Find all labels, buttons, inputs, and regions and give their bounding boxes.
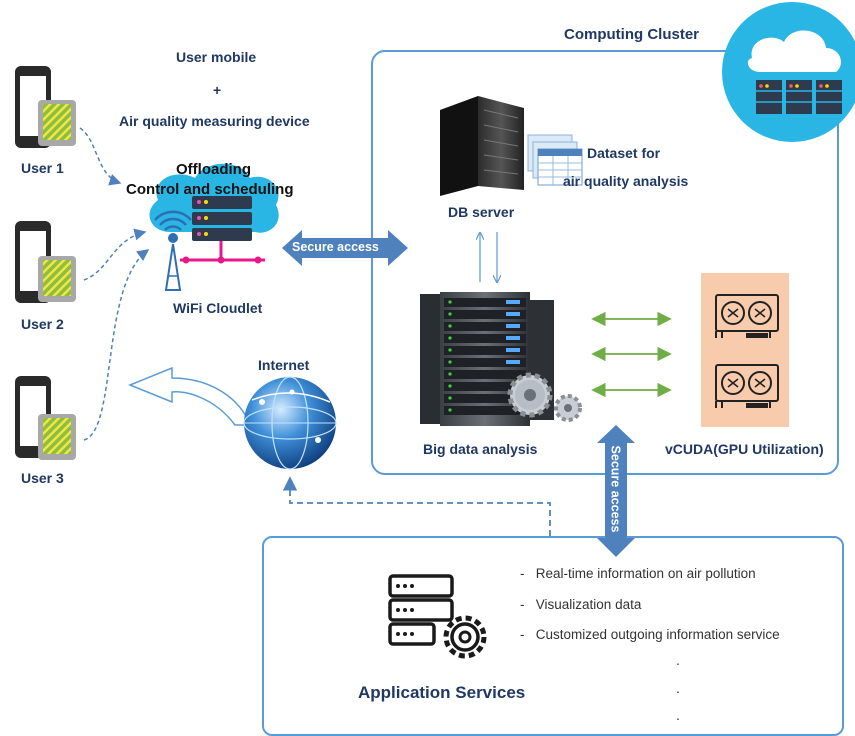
user1-link-arrow [79,127,122,186]
gpu-card-icon-2 [715,364,779,408]
application-services-icon [388,574,487,659]
ellipsis-dot-3: . [676,707,680,723]
phone-icon-user-1 [15,66,76,148]
user-1-label: User 1 [21,160,64,176]
user-2-label: User 2 [21,316,64,332]
internet-label: Internet [258,357,310,373]
service-item-2: - Visualization data [520,597,641,612]
cluster-cloud-icon [722,2,855,142]
gpu-card-icon-1 [715,294,779,338]
gears-icon [507,372,582,422]
ellipsis-dot-1: . [676,652,680,668]
wifi-cloudlet-icon [149,163,279,291]
device-label: Air quality measuring device [119,113,310,129]
dataset-label-line1: Dataset for [587,145,661,161]
cloudlet-title-line1: Offloading [176,161,251,178]
internet-globe-icon [243,376,337,470]
application-services-title: Application Services [358,683,526,702]
ellipsis-dot-2: . [676,680,680,696]
db-server-icon [440,96,524,196]
service-item-text: Real-time information on air pollution [535,566,756,581]
user3-link-arrow [83,249,150,441]
service-item-text: Customized outgoing information service [535,627,780,642]
computing-cluster-title: Computing Cluster [564,26,699,43]
secure-access-vertical-arrow [597,425,635,557]
cloudlet-title-line2: Control and scheduling [126,181,294,198]
service-item-3: - Customized outgoing information servic… [520,627,780,642]
service-dash: - [520,627,525,642]
phone-icon-user-2 [15,221,76,303]
gpu-panel [701,273,789,427]
big-data-label: Big data analysis [423,441,538,457]
user2-link-arrow [83,228,147,281]
db-server-label: DB server [448,204,515,220]
service-item-text: Visualization data [535,597,642,612]
secure-access-horizontal-label: Secure access [292,240,379,254]
vcuda-label: vCUDA(GPU Utilization) [665,441,824,457]
phone-icon-user-3 [15,376,76,460]
plus-label: + [213,82,222,98]
dataset-table-icon [527,134,583,186]
app-to-internet-dashed-line [282,476,551,536]
internet-return-arrow [128,366,252,426]
wifi-cloudlet-label: WiFi Cloudlet [173,300,263,316]
secure-access-vertical-label: Secure access [608,445,623,533]
service-dash: - [520,597,525,612]
secure-access-horizontal-arrow [282,230,408,266]
dataset-label-line2: air quality analysis [563,173,689,189]
service-dash: - [520,566,525,581]
service-item-1: - Real-time information on air pollution [520,566,756,581]
user-mobile-label: User mobile [176,49,257,65]
user-3-label: User 3 [21,470,64,486]
